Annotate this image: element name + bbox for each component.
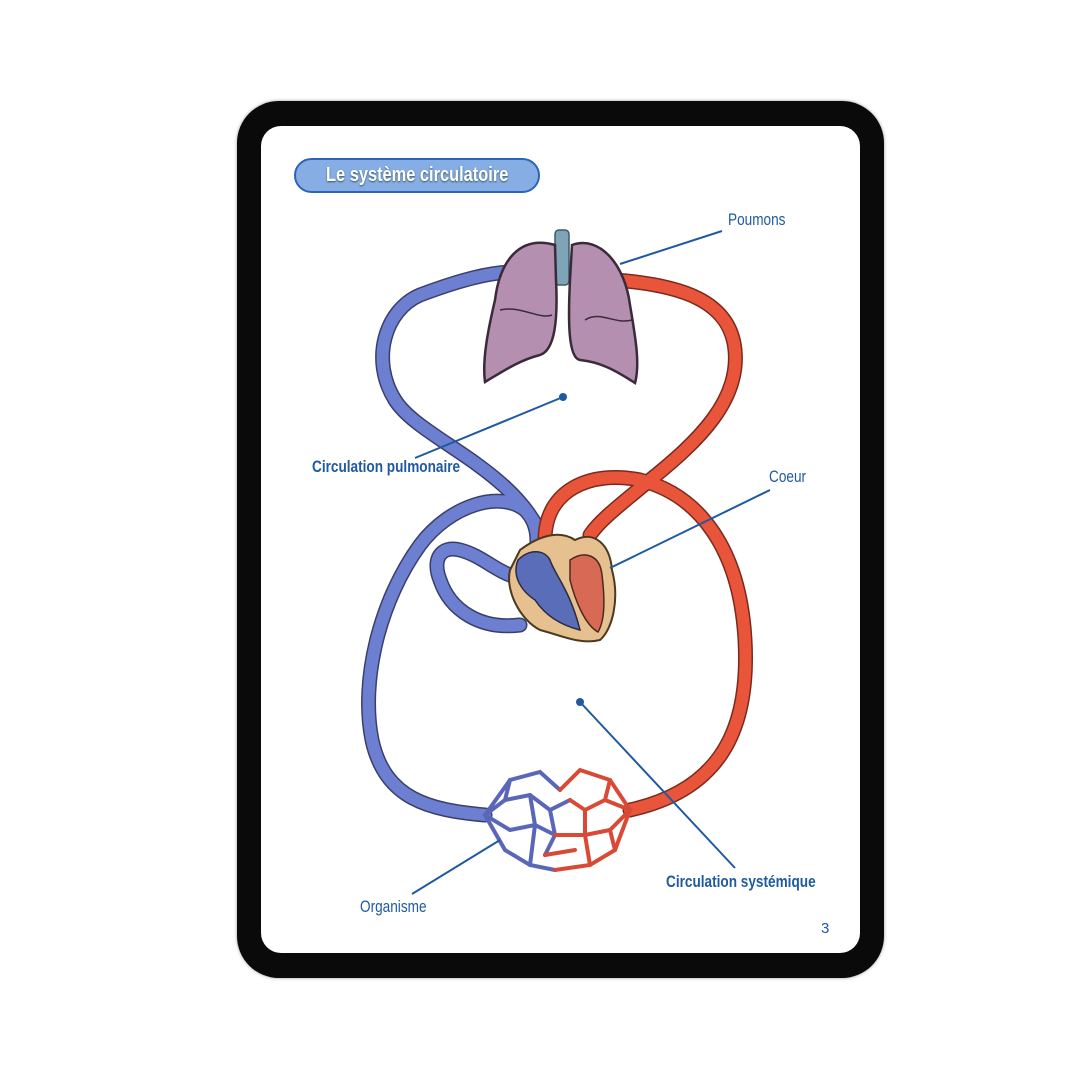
label-lungs: Poumons — [728, 210, 786, 229]
systemic-dot — [576, 698, 584, 706]
page-number: 3 — [821, 920, 830, 937]
label-organism: Organisme — [360, 897, 427, 916]
capillary-network — [483, 767, 632, 872]
pulmonary-dot — [559, 393, 567, 401]
heart-illustration — [508, 533, 617, 643]
lungs-illustration — [482, 229, 639, 385]
label-heart: Coeur — [769, 467, 807, 486]
label-pulmonary-circulation: Circulation pulmonaire — [312, 457, 461, 476]
label-systemic-circulation: Circulation systémique — [666, 872, 816, 891]
leader-lines — [411, 230, 771, 895]
page-title: Le système circulatoire — [294, 158, 540, 193]
page-title-text: Le système circulatoire — [325, 164, 509, 186]
